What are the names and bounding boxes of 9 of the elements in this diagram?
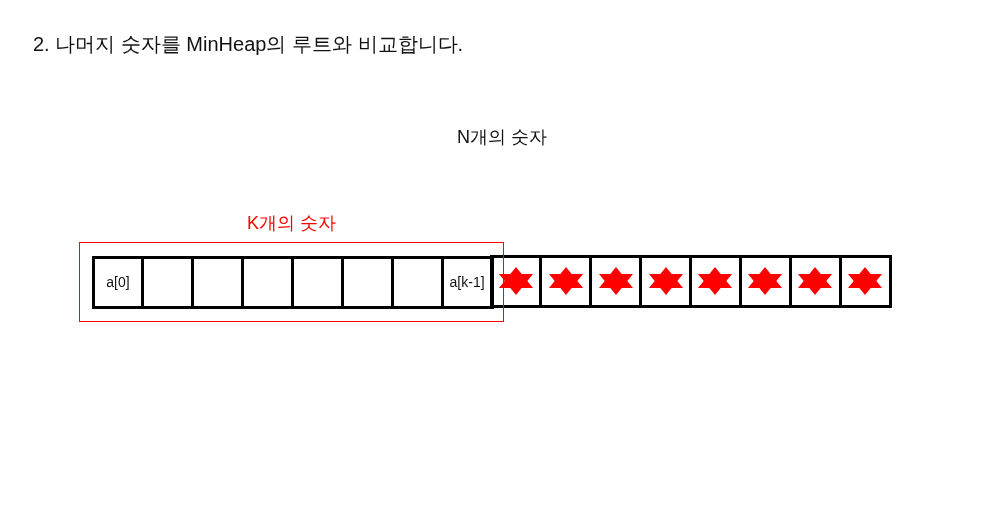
index-label: a[0] (106, 273, 130, 291)
array-cell (689, 254, 742, 308)
array-cell (291, 255, 344, 309)
array-caption: N개의 숫자 (457, 126, 547, 149)
array-cell (639, 254, 692, 308)
title-text: 2. 나머지 숫자를 MinHeap의 루트와 비교합니다. (33, 32, 464, 57)
array-cell (241, 255, 294, 309)
group-heading: K개의 숫자 (247, 212, 336, 235)
index-label: a[k-1] (449, 273, 485, 291)
